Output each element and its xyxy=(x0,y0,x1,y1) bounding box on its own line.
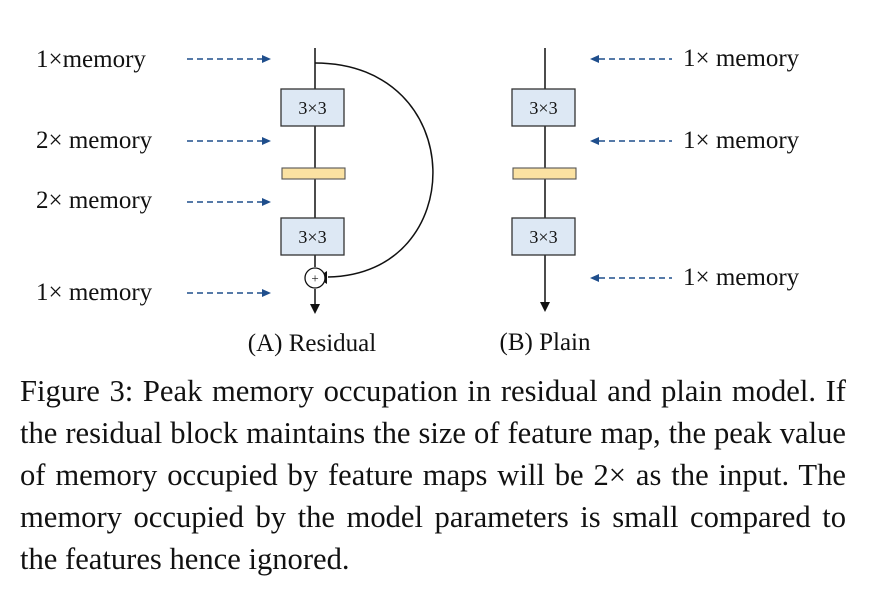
residual-output-arrowhead xyxy=(310,304,320,314)
plain-memory-label-1: 1× memory xyxy=(683,45,800,72)
plain-arrowhead-1 xyxy=(590,55,599,63)
plain-conv-label-1: 3×3 xyxy=(529,98,557,118)
residual-memory-label-2: 2× memory xyxy=(36,127,153,154)
residual-conv-box-1 xyxy=(280,88,345,127)
residual-block-diagram: 3×3 3×3 + 1×memory 2× memory 2× memory 1… xyxy=(36,46,434,357)
memory-diagram: 3×3 3×3 + 1×memory 2× memory 2× memory 1… xyxy=(36,45,800,357)
residual-memory-label-3: 2× memory xyxy=(36,187,153,214)
residual-skip-connection xyxy=(314,62,434,278)
residual-arrowhead-1 xyxy=(262,55,271,63)
residual-arrowhead-2 xyxy=(262,137,271,145)
residual-arrowhead-4 xyxy=(262,289,271,297)
residual-conv-box-2 xyxy=(280,217,345,256)
plain-caption: (B) Plain xyxy=(500,329,591,356)
plain-norm-bar xyxy=(512,167,577,180)
plain-arrowhead-3 xyxy=(590,274,599,282)
plain-conv-box-2 xyxy=(511,217,576,256)
plain-block-diagram: 3×3 3×3 1× memory 1× memory 1× memory (B… xyxy=(500,45,800,356)
plain-output-arrowhead xyxy=(540,302,550,312)
residual-norm-bar xyxy=(281,167,346,180)
figure-caption: Figure 3: Peak memory occupation in resi… xyxy=(20,374,846,576)
residual-memory-label-4: 1× memory xyxy=(36,279,153,306)
plain-arrowhead-2 xyxy=(590,137,599,145)
residual-arrowhead-3 xyxy=(262,198,271,206)
residual-conv-label-2: 3×3 xyxy=(298,227,326,247)
plain-conv-label-2: 3×3 xyxy=(529,227,557,247)
residual-conv-label-1: 3×3 xyxy=(298,98,326,118)
add-node-icon xyxy=(304,267,326,289)
residual-memory-label-1: 1×memory xyxy=(36,46,146,73)
plain-memory-label-3: 1× memory xyxy=(683,264,800,291)
residual-caption: (A) Residual xyxy=(248,330,376,357)
plain-conv-box-1 xyxy=(511,88,576,127)
add-symbol: + xyxy=(311,271,318,286)
plain-memory-label-2: 1× memory xyxy=(683,127,800,154)
